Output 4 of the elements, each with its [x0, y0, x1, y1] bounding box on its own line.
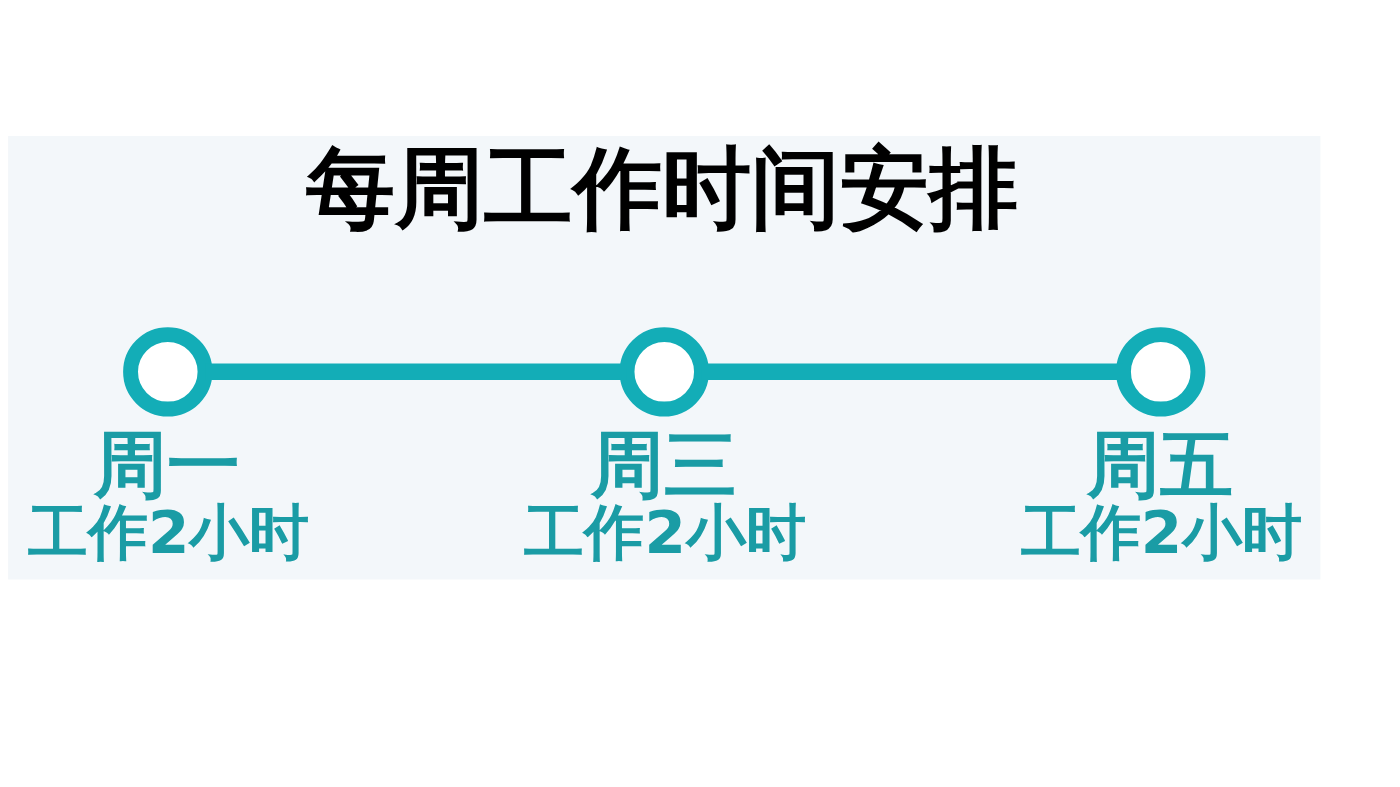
node-circle [619, 327, 709, 417]
node-circle [1116, 327, 1206, 417]
node-circle [123, 327, 213, 417]
diagram-title: 每周工作时间安排 [305, 136, 1018, 241]
